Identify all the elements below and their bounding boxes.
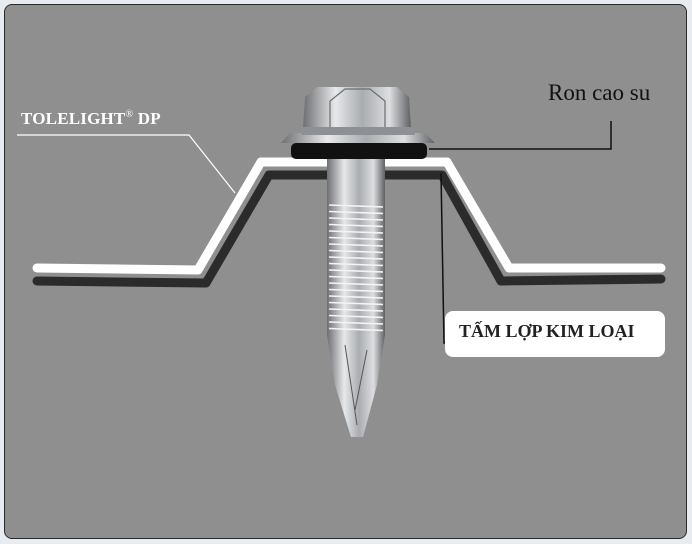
roof-sheet-label-box: TẤM LỢP KIM LOẠI (445, 311, 665, 357)
thread-line (328, 308, 384, 312)
thread-line (328, 295, 384, 299)
thread-line (328, 249, 384, 254)
thread-line (328, 230, 384, 234)
thread-line (328, 288, 384, 293)
roof-sheet-label: TẤM LỢP KIM LOẠI (459, 321, 635, 341)
thread-line (328, 321, 384, 325)
thread-line (328, 243, 384, 247)
thread-line (328, 301, 384, 306)
thread-line (328, 236, 384, 241)
thread-line (328, 217, 384, 221)
thread-line (328, 275, 384, 280)
tolelight-label: TOLELIGHT® DP (21, 109, 161, 128)
screw (281, 87, 435, 437)
washer-label: Ron cao su (548, 80, 651, 105)
rubber-washer (291, 143, 427, 159)
thread-line (328, 314, 384, 319)
tolelight-leader (17, 134, 236, 194)
thread-line (328, 204, 384, 208)
thread-line (328, 223, 384, 228)
diagram-panel: TOLELIGHT® DP Ron cao su TẤM LỢP KIM LOẠ… (4, 4, 687, 539)
thread-line (328, 262, 384, 267)
thread-line (328, 327, 384, 332)
thread-line (328, 256, 384, 260)
screw-diagram (17, 87, 666, 437)
washer-leader (429, 121, 612, 150)
thread-line (328, 269, 384, 273)
thread-line (328, 210, 384, 215)
thread-line (328, 282, 384, 286)
